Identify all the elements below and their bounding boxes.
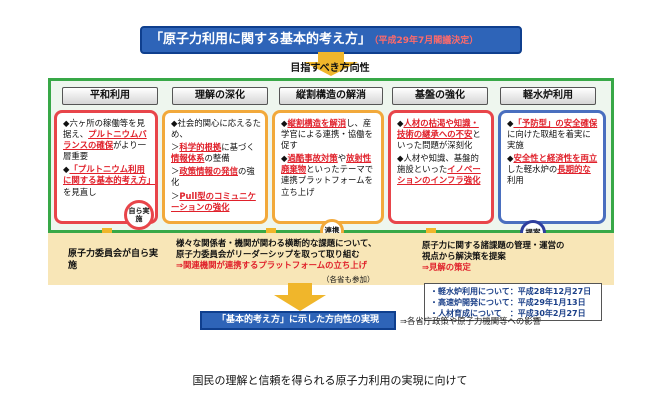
collaboration-text: 様々な関係者・機関が関わる横断的な課題について、 原子力委員会がリーダーシップを…	[176, 238, 416, 271]
item-text-segment: に基づく	[221, 142, 255, 153]
item-text-segment: 情報体系	[171, 153, 205, 164]
item-text-segment: の整備	[204, 153, 230, 164]
column-item: ◆縦割構造を解消し、産学官による連携・協働を促す	[281, 118, 377, 151]
heading-peaceful-use: 平和利用	[62, 87, 158, 105]
item-text-segment: し、産学官による連携・協働を促す	[281, 118, 373, 151]
influence-text: ⇒各省庁政策や原子力機関等への影響	[400, 316, 542, 326]
collab-line-2: 原子力委員会がリーダーシップを取って取り組む	[176, 249, 360, 259]
item-text-segment: や	[337, 153, 347, 164]
bullet-mark: ◆	[397, 153, 404, 164]
item-text-segment: 長期的な	[557, 164, 591, 175]
item-text-segment: の強化	[171, 166, 255, 188]
column-item: ◆社会的関心に応えるため、	[171, 118, 261, 140]
column-item: ◆過酷事故対策や放射性廃棄物といったテーマで連携プラットフォームを立ち上げ	[281, 153, 377, 197]
bullet-mark: ＞	[171, 142, 180, 153]
heading-foundation: 基盤の強化	[392, 87, 488, 105]
item-text-segment: 科学的根拠	[179, 142, 222, 153]
item-text-segment: 政策情報の発信	[179, 166, 238, 177]
item-text-segment: 放射性廃棄物	[281, 153, 372, 175]
column-light-water-reactor: ◆「予防型」の安全確保に向けた取組を着実に実施◆安全性と経済性を両立した軽水炉の…	[498, 110, 606, 224]
bullet-mark: ◆	[171, 118, 178, 128]
column-item: ◆六ヶ所の稼働等を見据え、プルトニウムバランスの確保がより一層重要	[63, 118, 151, 162]
collab-line-1: 様々な関係者・機関が関わる横断的な課題について、	[176, 238, 377, 248]
badge-self-implement: 自ら実施	[124, 200, 154, 230]
item-text-segment: 安全性と経済性を両立	[513, 153, 598, 164]
bullet-mark: ＞	[171, 190, 180, 201]
goal-label: 目指すべき方向性	[290, 63, 370, 74]
title-main: 「原子力利用に関する基本的考え方」	[150, 32, 372, 47]
proposal-line-2: 視点から解決策を提案	[422, 251, 506, 261]
date-item: ・軽水炉利用について：平成28年12月27日	[430, 287, 592, 296]
item-text-segment: を見直し	[63, 186, 97, 197]
title-sub: （平成29年7月閣議決定）	[374, 36, 479, 46]
item-text-segment: 過酷事故対策	[287, 153, 338, 164]
opinion-dates-box: ・軽水炉利用について：平成28年12月27日 ・高速炉開発について：平成29年1…	[424, 283, 602, 321]
item-text-segment: といった問題が深刻化	[397, 129, 481, 151]
heading-understanding: 理解の深化	[172, 87, 268, 105]
item-text-segment: がより一層重要	[63, 140, 147, 162]
column-item: ◆人材や知識、基盤的施設といったイノベーションのインフラ強化	[397, 153, 487, 186]
heading-light-water-reactor: 軽水炉利用	[500, 87, 596, 105]
bullet-mark: ◆	[281, 118, 288, 128]
heading-vertical-structure: 縦割構造の解消	[279, 87, 383, 105]
date-item: ・高速炉開発について：平成29年1月13日	[430, 298, 586, 307]
diagram-title: 「原子力利用に関する基本的考え方」（平成29年7月閣議決定）	[140, 26, 522, 54]
bullet-mark: ◆	[397, 118, 404, 128]
item-text-segment: 縦割構造を解消	[287, 118, 347, 128]
column-item: ＞Pull型のコミュニケーションの強化	[171, 191, 261, 213]
item-text-segment: Pull型のコミュニケーションの強化	[171, 190, 256, 212]
column-item: ＞科学的根拠に基づく情報体系の整備	[171, 142, 261, 164]
self-implement-text: 原子力委員会が自ら実施	[68, 249, 159, 271]
proposal-text: 原子力に関する諸課題の管理・運営の 視点から解決策を提案 ⇒見解の策定	[422, 240, 612, 273]
column-understanding: ◆社会的関心に応えるため、＞科学的根拠に基づく情報体系の整備＞政策情報の発信の強…	[162, 110, 268, 224]
item-text-segment: 六ヶ所の稼働等を見据え、	[63, 118, 145, 140]
date-item: ・人材育成について ：平成30年2月27日	[430, 309, 586, 318]
proposal-line-3: ⇒見解の策定	[422, 262, 471, 272]
down-arrow-icon	[274, 283, 326, 311]
item-text-segment: 「プルトニウム利用に関する基本的考え方」	[63, 164, 156, 186]
column-item: ◆人材の枯渇や知識・技術の継承への不安といった問題が深刻化	[397, 118, 487, 151]
column-item: ◆安全性と経済性を両立した軽水炉の長期的な利用	[507, 153, 599, 186]
bullet-mark: ◆	[63, 164, 70, 175]
item-text-segment: といったテーマで連携プラットフォームを立ち上げ	[281, 164, 374, 197]
column-peaceful-use: ◆六ヶ所の稼働等を見据え、プルトニウムバランスの確保がより一層重要◆「プルトニウ…	[54, 110, 158, 224]
bullet-mark: ◆	[507, 118, 514, 128]
implementation-band	[48, 233, 614, 285]
column-foundation: ◆人材の枯渇や知識・技術の継承への不安といった問題が深刻化◆人材や知識、基盤的施…	[388, 110, 494, 224]
bullet-mark: ◆	[281, 153, 288, 164]
proposal-line-1: 原子力に関する諸課題の管理・運営の	[422, 240, 565, 250]
realization-banner: 「基本的考え方」に示した方向性の実現	[200, 311, 396, 330]
item-text-segment: イノベーションのインフラ強化	[397, 164, 481, 186]
bullet-mark: ＞	[171, 166, 180, 177]
item-text-segment: に向けた取組を着実に実施	[507, 129, 591, 151]
bullet-mark: ◆	[507, 153, 514, 164]
collab-line-3: ⇒関連機関が連携するプラットフォームの立ち上げ	[176, 260, 368, 270]
column-item: ＞政策情報の発信の強化	[171, 166, 261, 188]
column-vertical-structure: ◆縦割構造を解消し、産学官による連携・協働を促す◆過酷事故対策や放射性廃棄物とい…	[272, 110, 384, 224]
item-text-segment: 人材や知識、基盤的施設といった	[397, 153, 479, 175]
item-text-segment: 「予防型」の安全確保	[513, 118, 598, 128]
column-item: ◆「プルトニウム利用に関する基本的考え方」を見直し	[63, 164, 155, 197]
item-text-segment: 利用	[507, 175, 524, 186]
item-text-segment: 社会的関心に応えるため、	[171, 118, 261, 140]
figure-caption: 国民の理解と信頼を得られる原子力利用の実現に向けて	[192, 374, 468, 387]
goal-arrow-icon	[304, 52, 358, 76]
item-text-segment: プルトニウムバランスの確保	[63, 129, 147, 151]
item-text-segment: 人材の枯渇や知識・技術の継承への不安	[397, 118, 479, 140]
item-text-segment: した軽水炉の	[507, 164, 558, 175]
bullet-mark: ◆	[63, 118, 70, 128]
column-item: ◆「予防型」の安全確保に向けた取組を着実に実施	[507, 118, 599, 151]
collab-note: （各省も参加）	[322, 275, 375, 284]
